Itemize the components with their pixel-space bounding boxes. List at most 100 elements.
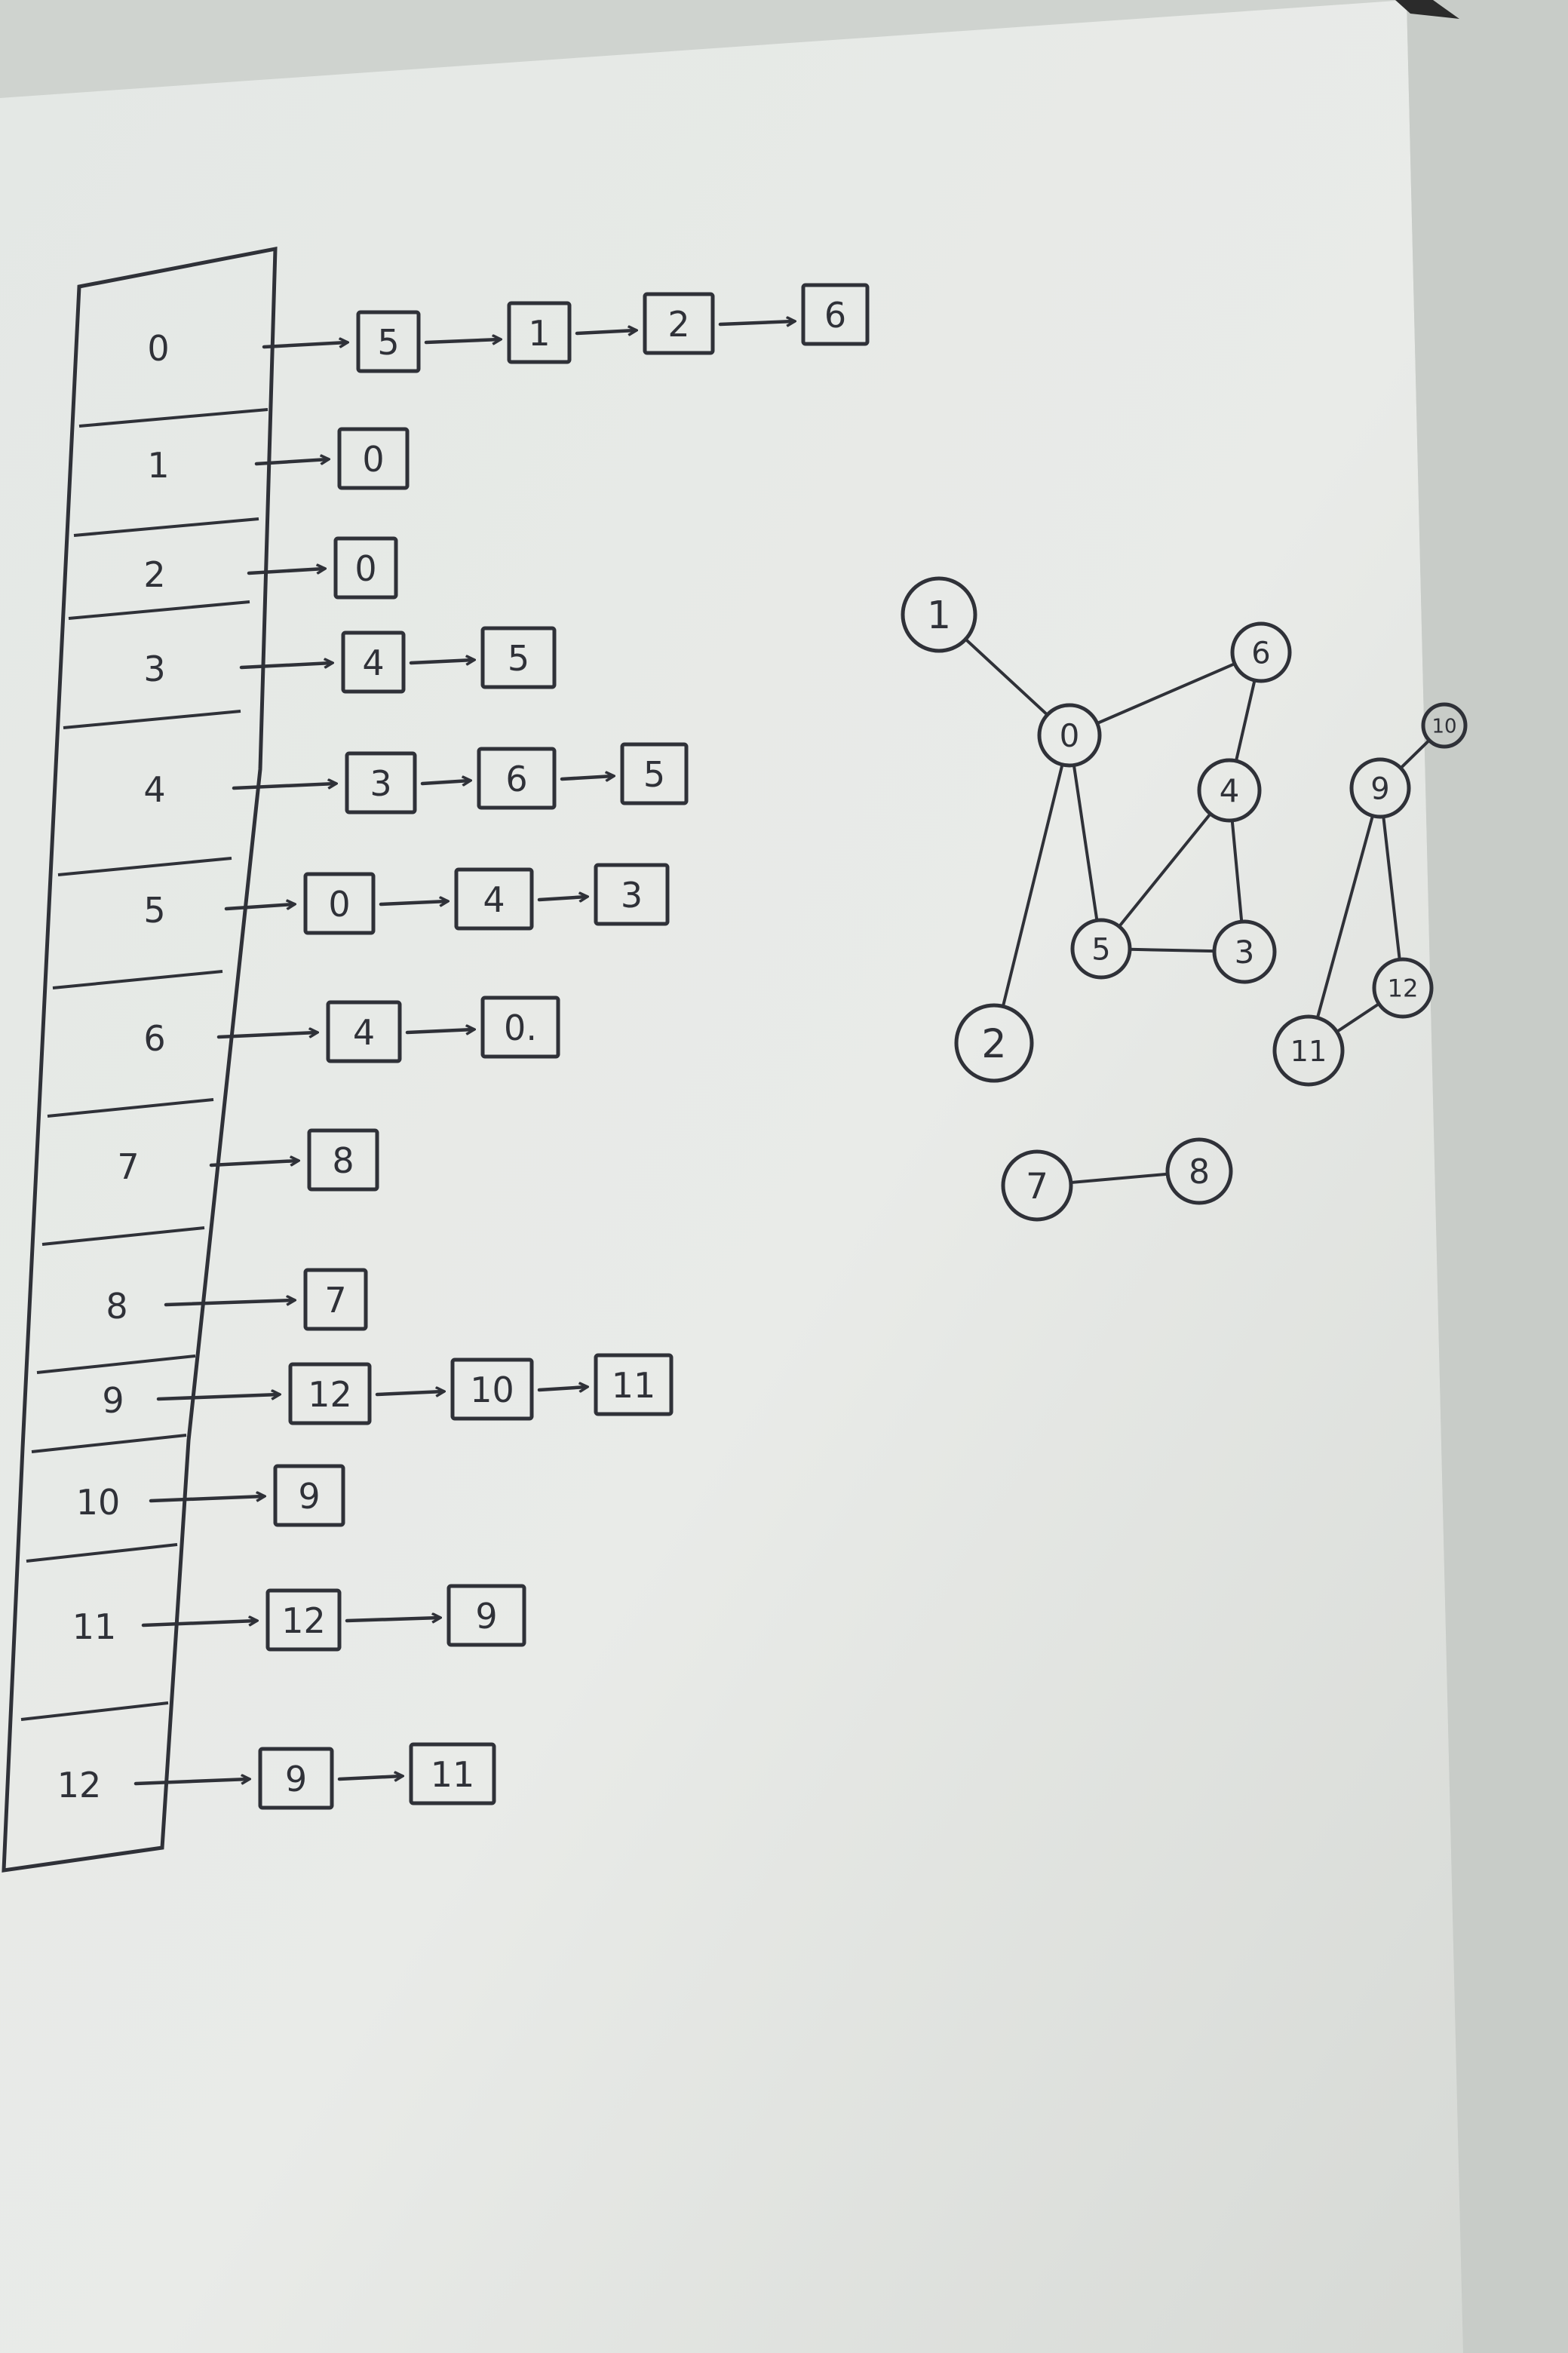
adjacency-list: 7 [164,1268,368,1331]
graph-node-circle [1197,758,1262,823]
row-index-label: 3 [143,649,165,689]
list-node-box [507,301,572,364]
list-node-box [594,863,670,926]
list-node-value: 0 [362,439,384,480]
list-node-box [307,1128,379,1192]
graph-node-label: 7 [1026,1166,1048,1207]
adjacency-list: 3 6 5 [232,742,689,814]
list-node-box [480,626,557,689]
list-node-value: 5 [643,754,665,795]
pointer-arrow [239,663,332,670]
row-index-label: 5 [143,890,165,931]
pointer-arrow [262,342,347,349]
row-index-label: 8 [106,1286,127,1327]
row-index-label: 11 [72,1606,117,1647]
list-node-box [446,1584,526,1647]
table-row: 8 [106,1286,127,1327]
list-node-value: 3 [370,763,391,804]
graph-node-circle [1037,703,1102,768]
pointer-arrow [149,1496,264,1503]
next-pointer-arrow [337,1776,402,1779]
table-row-divider [31,1434,187,1453]
graph-node-circle [1212,919,1277,984]
list-node-box [480,996,560,1059]
graph-node-label: 2 [981,1021,1006,1067]
list-node-box [303,872,376,935]
graph-node: 10 [1421,702,1468,749]
graph-node-circle [1070,918,1132,980]
graph-node-circle [954,1003,1034,1083]
pointer-arrow [247,569,324,575]
graph-edge [1230,818,1244,924]
table-row: 3 [143,649,165,689]
table-row-divider [63,710,241,729]
next-pointer-arrow [560,776,613,779]
list-node-value: 9 [298,1476,320,1517]
paper-sheet [0,0,1463,2353]
graph-edge [1001,762,1064,1008]
graph-edge [1382,814,1401,962]
graph-node: 9 [1349,757,1411,819]
next-pointer-arrow [424,339,500,342]
table-row-divider [57,857,232,876]
list-node-value: 4 [362,643,384,683]
list-node-box [337,427,410,490]
page-edge-shadow [1407,0,1568,2353]
adjacency-list: 8 [209,1128,379,1192]
list-node-value: 5 [508,638,529,679]
next-pointer-arrow [420,781,470,784]
graph-node-label: 10 [1431,715,1456,738]
list-node-value: 10 [470,1370,514,1410]
graph-edge [1072,763,1099,922]
list-node-box [288,1362,372,1425]
graph-node-label: 5 [1091,932,1110,967]
graph-node: 1 [901,576,977,653]
graph-node-label: 9 [1370,772,1389,806]
adjacency-list: 9 [149,1464,345,1527]
list-node-box [265,1588,342,1652]
graph-node: 4 [1197,758,1262,823]
list-node-value: 9 [475,1596,497,1637]
graph-node-label: 4 [1220,772,1240,809]
graph-node-circle [1421,702,1468,749]
graph-node: 11 [1272,1014,1345,1087]
adjacency-table [2,246,278,1873]
table-row: 5 [143,890,165,931]
pointer-arrow [224,904,294,911]
list-node-box [258,1747,334,1810]
graph-node-label: 6 [1251,636,1270,670]
list-node-box [345,751,417,814]
graph-edge [1095,662,1237,726]
list-node-value: 6 [505,759,527,799]
list-node-value: 5 [377,322,399,363]
list-node-box [454,867,534,931]
table-row-divider [78,408,268,428]
graph-edge [1128,947,1217,953]
table-row-divider [47,1098,214,1118]
list-node-value: 12 [308,1374,352,1415]
graph-node: 8 [1165,1137,1233,1205]
graph-node-circle [1230,621,1292,683]
graph-node-circle [1349,757,1411,819]
list-node-box [273,1464,345,1527]
next-pointer-arrow [537,897,587,900]
list-node-box [643,292,715,355]
next-pointer-arrow [409,660,474,663]
graph-node-label: 12 [1387,974,1418,1003]
list-node-box [620,742,689,805]
list-node-value: 12 [281,1600,326,1641]
list-node-value: 11 [431,1754,475,1795]
graph-edges [964,637,1431,1185]
list-node-value: 8 [332,1140,354,1181]
list-node-value: 7 [324,1280,346,1321]
graph-edge [1399,738,1431,770]
table-row: 10 [76,1482,121,1523]
